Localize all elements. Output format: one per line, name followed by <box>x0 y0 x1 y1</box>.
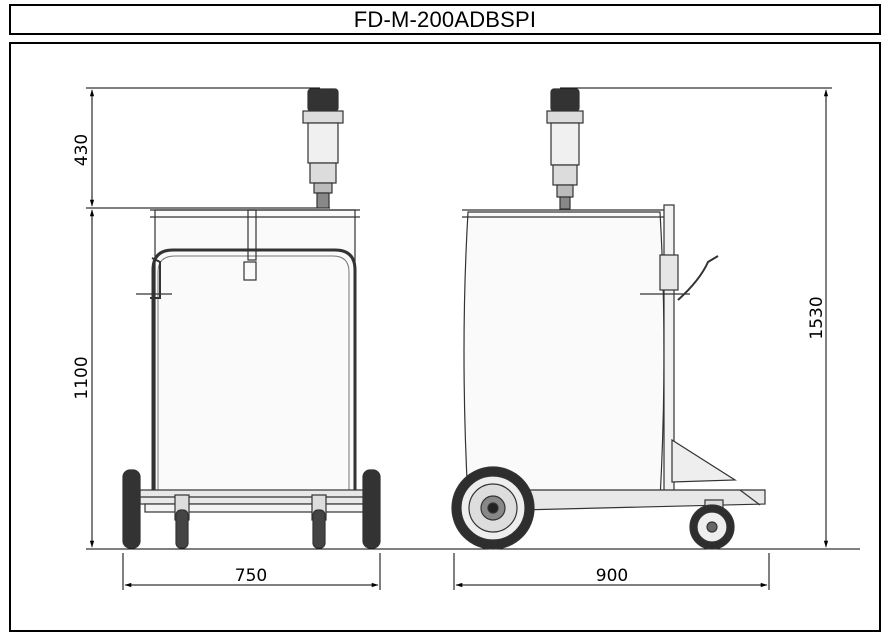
technical-drawing: 430 1100 1530 750 900 <box>72 87 860 590</box>
front-drum <box>154 209 356 501</box>
dim-1100-label: 1100 <box>72 356 92 399</box>
dim-1530-label: 1530 <box>807 296 827 339</box>
dim-900-label: 900 <box>596 566 628 586</box>
drawing-title: FD-M-200ADBSPI <box>353 6 537 32</box>
front-view <box>122 88 381 549</box>
dim-430-label: 430 <box>72 134 92 166</box>
side-pump <box>546 88 584 210</box>
dim-750-label: 750 <box>235 566 267 586</box>
side-view <box>451 88 766 550</box>
dimension-lines <box>86 87 860 590</box>
title-box: FD-M-200ADBSPI <box>9 4 881 35</box>
front-pump <box>302 88 344 209</box>
side-drum <box>463 211 665 501</box>
